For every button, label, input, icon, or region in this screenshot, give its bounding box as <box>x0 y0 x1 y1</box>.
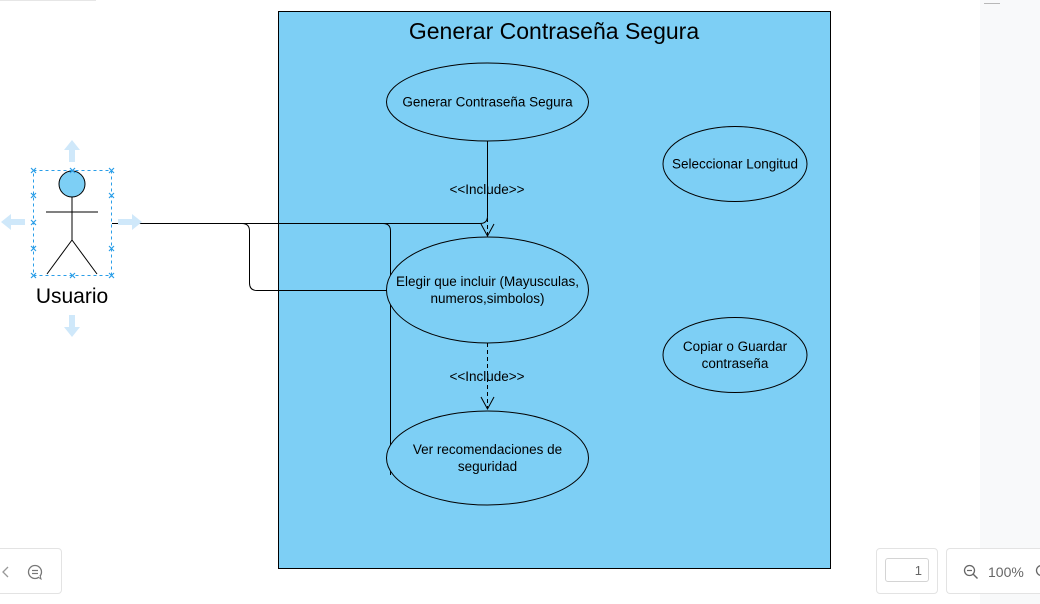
arrow-right-icon[interactable] <box>118 214 142 230</box>
zoom-level[interactable]: 100% <box>988 564 1024 580</box>
actor-usuario[interactable] <box>46 170 98 275</box>
use-case-recommend-label-2: seguridad <box>458 459 517 474</box>
comment-icon[interactable] <box>27 564 43 580</box>
include-relation-2[interactable] <box>480 343 495 411</box>
include-relation-1[interactable] <box>480 141 495 238</box>
arrow-left-icon[interactable] <box>1 214 25 230</box>
selection-box[interactable] <box>30 167 115 279</box>
include-arrowhead-2 <box>480 396 495 411</box>
zoom-out-icon[interactable] <box>963 564 979 580</box>
arrow-down-icon[interactable] <box>64 315 80 337</box>
use-case-generate-label: Generar Contraseña Segura <box>402 95 573 110</box>
use-case-recommend-label-1: Ver recomendaciones de <box>413 442 562 457</box>
resize-handle-icon[interactable] <box>30 272 37 279</box>
use-case-include-label-1: Elegir que incluir (Mayusculas, <box>396 274 579 289</box>
top-divider <box>0 0 96 1</box>
include-label-2: <<Include>> <box>449 369 524 384</box>
actor-label: Usuario <box>36 285 108 308</box>
use-case-include-label-2: numeros,simbolos) <box>430 291 544 306</box>
use-case-recommend[interactable]: Ver recomendaciones de seguridad <box>386 410 589 506</box>
arrow-up-icon[interactable] <box>64 140 80 162</box>
resize-handle-icon[interactable] <box>30 245 37 252</box>
system-title: Generar Contraseña Segura <box>409 18 699 44</box>
zoom-controls: 100% <box>946 548 1040 594</box>
use-case-generate[interactable]: Generar Contraseña Segura <box>386 62 589 142</box>
use-case-copy[interactable]: Copiar o Guardar contraseña <box>662 317 808 393</box>
page-number-input[interactable] <box>885 558 929 582</box>
right-sidebar-strip <box>980 0 1040 604</box>
resize-handle-icon[interactable] <box>30 219 37 226</box>
resize-handle-icon[interactable] <box>108 167 115 174</box>
use-case-copy-label-2: contraseña <box>702 356 769 371</box>
resize-handle-icon[interactable] <box>108 245 115 252</box>
association-recommend[interactable] <box>112 223 391 476</box>
resize-handle-icon[interactable] <box>108 192 115 199</box>
include-label-1: <<Include>> <box>449 182 524 197</box>
resize-handle-icon[interactable] <box>69 272 76 279</box>
use-case-include[interactable]: Elegir que incluir (Mayusculas, numeros,… <box>386 236 589 344</box>
resize-handle-icon[interactable] <box>30 192 37 199</box>
resize-handle-icon[interactable] <box>69 167 76 174</box>
bottom-left-toolbar <box>0 548 62 594</box>
use-case-copy-label-1: Copiar o Guardar <box>683 339 788 354</box>
use-case-length[interactable]: Seleccionar Longitud <box>662 126 808 202</box>
page-navigator <box>876 548 938 594</box>
use-case-length-label: Seleccionar Longitud <box>672 157 798 172</box>
panel-toggle-icon[interactable] <box>984 0 1000 4</box>
association-generate[interactable] <box>112 141 488 224</box>
zoom-in-icon[interactable] <box>1035 564 1040 580</box>
resize-handle-icon[interactable] <box>30 167 37 174</box>
chevron-left-icon[interactable] <box>2 566 10 578</box>
association-lines[interactable] <box>112 141 488 475</box>
resize-handle-icon[interactable] <box>108 272 115 279</box>
include-arrowhead-1 <box>480 223 495 238</box>
